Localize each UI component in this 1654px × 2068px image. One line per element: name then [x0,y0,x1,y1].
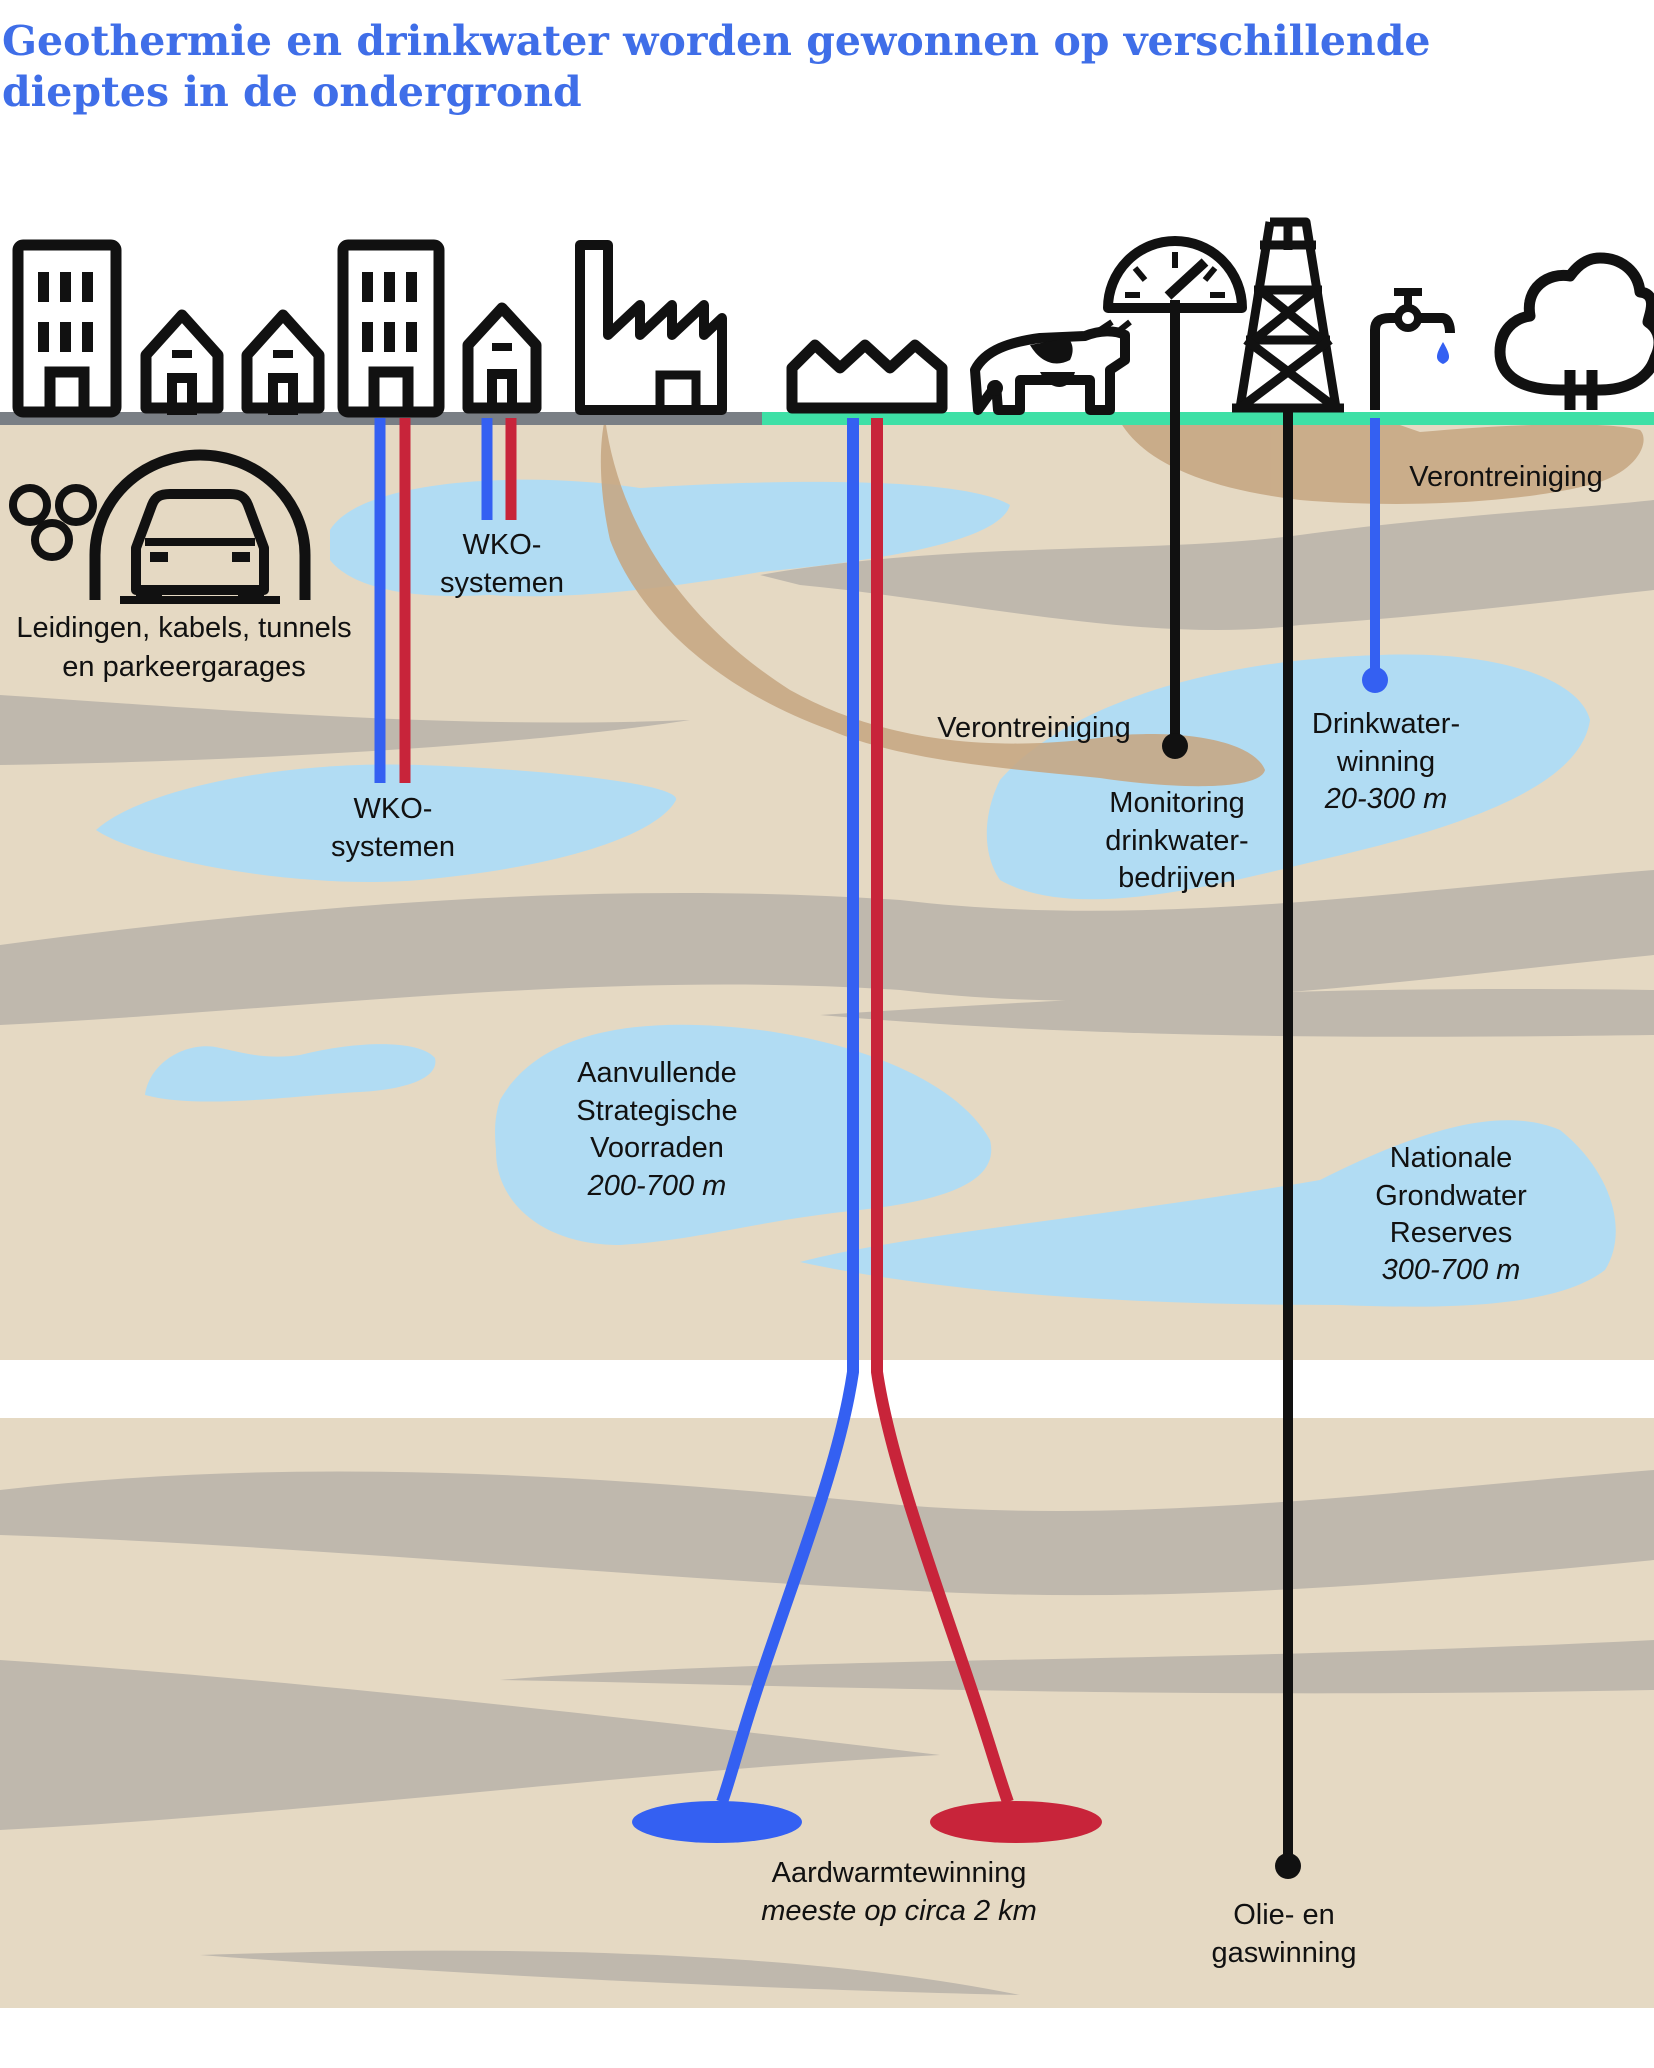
drinking-water-depth: 20-300 m [1324,783,1448,815]
surface-icons-right [786,217,1654,415]
national-label-line2: Grondwater [1375,1180,1527,1212]
geothermal-injection-pipe [716,418,859,1805]
clay-band [0,695,690,765]
strategic-label-line3: Voorraden [590,1132,724,1164]
greenhouse-icon [786,339,948,414]
wko-deep-label-line2: systemen [331,831,455,863]
monitoring-label-line2: drinkwater- [1105,825,1248,857]
wko-shallow-label-line1: WKO- [463,529,542,561]
geothermal-label: Aardwarmtewinning [772,1857,1027,1889]
clay-layers-deep [0,1470,1654,1995]
cow-icon [970,319,1132,415]
clay-layers-upper [0,500,1654,1037]
contamination-plume-right [1118,418,1644,504]
national-depth: 300-700 m [1382,1254,1521,1286]
monitoring-label-line3: bedrijven [1118,862,1236,894]
house-icon [241,309,325,415]
wko-deep-label-line1: WKO- [354,793,433,825]
infrastructure-label-line1: Leidingen, kabels, tunnels [16,612,351,644]
clay-band [760,500,1654,631]
depth-break [0,1360,1654,1418]
aquifer-strategic [495,1024,992,1245]
car-tunnel-icon [89,449,311,604]
house-icon [462,302,542,414]
clay-band [500,1640,1654,1694]
strategic-label-line1: Aanvullende [577,1057,737,1089]
office-building-icon [12,239,122,418]
labels: Leidingen, kabels, tunnels en parkeergar… [16,461,1602,1969]
aquifer-shallow [330,479,1010,597]
cables-icon [9,484,97,561]
aquifer-wko-deep [96,764,677,882]
monitoring-gauge-icon [1103,236,1247,313]
oil-gas-label-line2: gaswinning [1211,1937,1356,1969]
national-label-line3: Reserves [1390,1217,1513,1249]
contamination-plume-left [600,418,1265,787]
drinking-water-label-line1: Drinkwater- [1312,708,1460,740]
strategic-label-line2: Strategische [576,1095,737,1127]
drinking-water-label-line2: winning [1336,746,1435,778]
oil-gas-well-end [1275,1853,1301,1879]
wko-shallow-label-line2: systemen [440,567,564,599]
geothermal-production-pipe [871,418,1014,1805]
national-label-line1: Nationale [1390,1142,1513,1174]
aquifer-national [800,1120,1616,1307]
contamination-right-label: Verontreiniging [1409,461,1602,493]
house-icon [140,309,224,415]
water-tap-icon [1370,288,1455,410]
contamination-mid-label: Verontreiniging [937,712,1130,744]
geothermal-cold-reservoir [632,1801,802,1843]
infrastructure-label-line2: en parkeergarages [62,651,305,683]
office-building-icon [337,239,445,418]
geothermal-doublet [632,418,1102,1843]
oil-derrick-icon [1232,217,1344,413]
tree-icon [1494,252,1654,410]
clay-band [0,1660,940,1830]
contamination [600,418,1644,787]
aquifer-left-small [145,1044,436,1102]
clay-band [820,989,1654,1037]
rural-surface [762,412,1654,425]
monitoring-well-end [1162,733,1188,759]
clay-band [0,870,1654,1025]
clay-band [200,1950,1020,1995]
geothermal-depth: meeste op circa 2 km [761,1895,1037,1927]
geothermal-warm-reservoir [930,1801,1102,1843]
drinking-water-well-end [1362,667,1388,693]
wko-pipes [374,418,517,783]
strategic-depth: 200-700 m [587,1170,727,1202]
page-title: Geothermie en drinkwater worden gewonnen… [2,17,1431,116]
factory-icon [575,240,727,415]
oil-gas-label-line1: Olie- en [1233,1899,1335,1931]
surface-icons-left [12,239,727,418]
monitoring-label-line1: Monitoring [1109,787,1244,819]
clay-band [0,1470,1654,1596]
